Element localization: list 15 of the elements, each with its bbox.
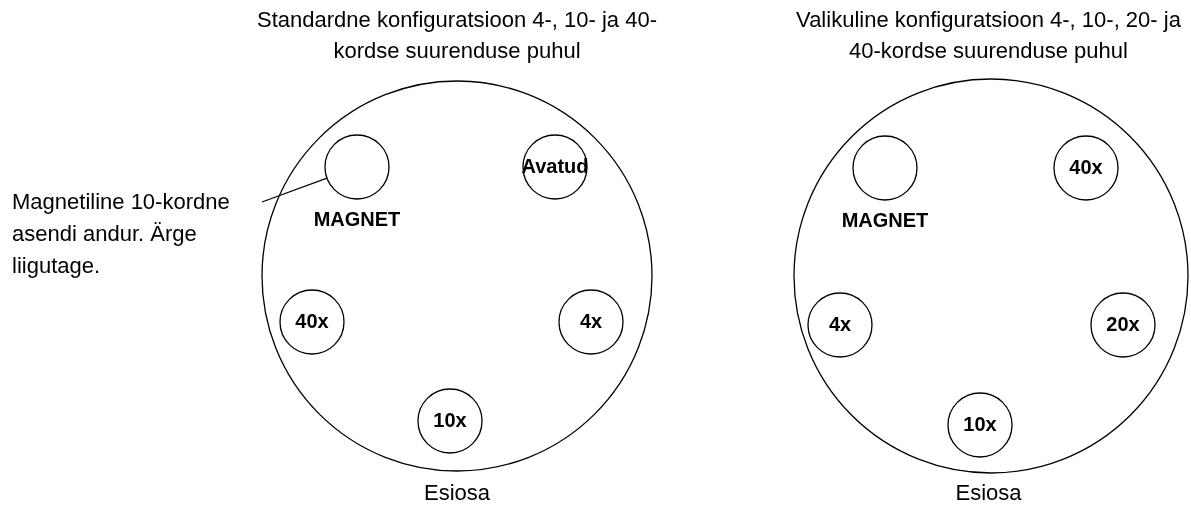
note-text: Magnetiline 10-kordne asendi andur. Ärge liigutage. bbox=[12, 188, 231, 280]
magnet-label: MAGNET bbox=[312, 208, 402, 231]
objective-label: 10x bbox=[432, 409, 468, 432]
heading: Valikuline konfiguratsioon 4-, 10-, 20- ja 40-kordse suurenduse puhul bbox=[795, 6, 1182, 65]
part-label: Esiosa bbox=[422, 480, 491, 506]
objective-label: 10x bbox=[962, 413, 998, 436]
magnet-label: MAGNET bbox=[840, 209, 930, 232]
part-label: Esiosa bbox=[954, 480, 1023, 506]
leader-line bbox=[261, 177, 328, 203]
objective-label: 4x bbox=[578, 310, 604, 333]
heading: Standardne konfiguratsioon 4-, 10- ja 40-kordse suurenduse puhul bbox=[256, 6, 658, 65]
objective-label: 40x bbox=[1068, 156, 1104, 179]
objective-label: 40x bbox=[294, 310, 330, 333]
objective-label: 4x bbox=[827, 313, 853, 336]
objective-label: 20x bbox=[1105, 313, 1141, 336]
